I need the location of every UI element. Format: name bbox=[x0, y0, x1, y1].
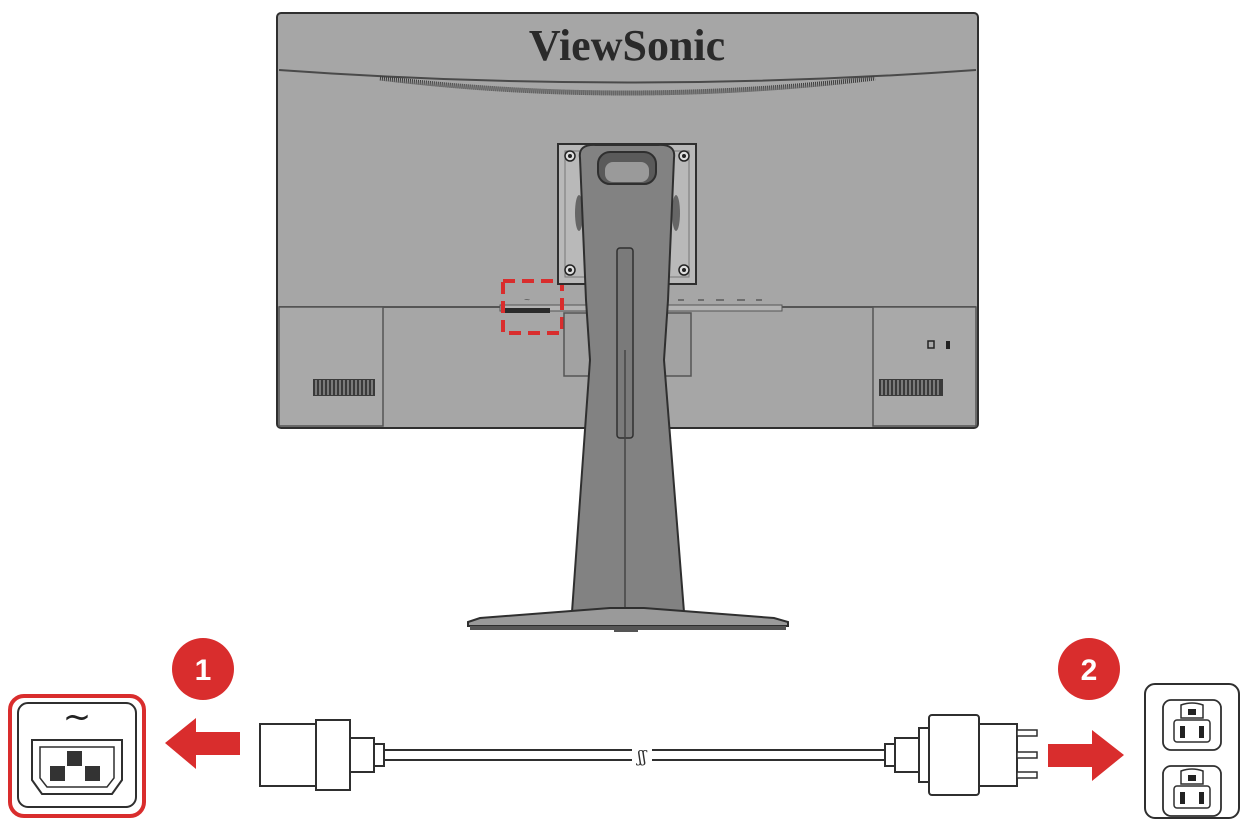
stand-handle-inner bbox=[605, 162, 649, 182]
cable-break: ʃʃ bbox=[636, 747, 648, 766]
lower-right-panel bbox=[872, 306, 977, 427]
step-1-badge: 1 bbox=[172, 638, 234, 700]
monitor-power-port bbox=[505, 308, 550, 313]
kensington-slot-icon bbox=[946, 341, 950, 349]
svg-text:2: 2 bbox=[1081, 654, 1098, 687]
vent-slats bbox=[315, 380, 939, 395]
power-outlet-icon bbox=[1144, 683, 1240, 819]
plug-prong-mid bbox=[1016, 751, 1038, 759]
monitor-port-symbol: ~ bbox=[524, 295, 530, 306]
stand-foot bbox=[614, 626, 638, 632]
right-vent bbox=[879, 379, 943, 396]
monitor-stand bbox=[467, 143, 789, 632]
plug-prong-top bbox=[1016, 729, 1038, 737]
port-glyphs bbox=[678, 299, 762, 301]
arrow-right-icon bbox=[1048, 730, 1124, 781]
power-cable: ʃʃ bbox=[259, 714, 1038, 796]
step-2-badge: 2 bbox=[1058, 638, 1120, 700]
power-port-highlight bbox=[501, 279, 564, 335]
power-plug-icon bbox=[928, 714, 980, 796]
brand-logo: ViewSonic bbox=[529, 21, 725, 70]
iec-connector bbox=[259, 723, 317, 787]
stand-base bbox=[467, 607, 789, 627]
lower-left-panel bbox=[278, 306, 384, 427]
svg-text:1: 1 bbox=[195, 654, 212, 687]
plug-prong-bottom bbox=[1016, 771, 1038, 779]
ac-symbol: ~ bbox=[63, 697, 92, 737]
arrow-left-icon bbox=[165, 718, 240, 769]
lock-icon bbox=[927, 340, 935, 349]
monitor-top-vent bbox=[379, 75, 876, 96]
hinge-right bbox=[672, 195, 680, 231]
connector-grip-left bbox=[315, 719, 351, 791]
ac-inlet-icon: ~ bbox=[8, 694, 146, 818]
monitor-top-seam bbox=[278, 69, 977, 84]
vesa-screws bbox=[564, 150, 690, 276]
